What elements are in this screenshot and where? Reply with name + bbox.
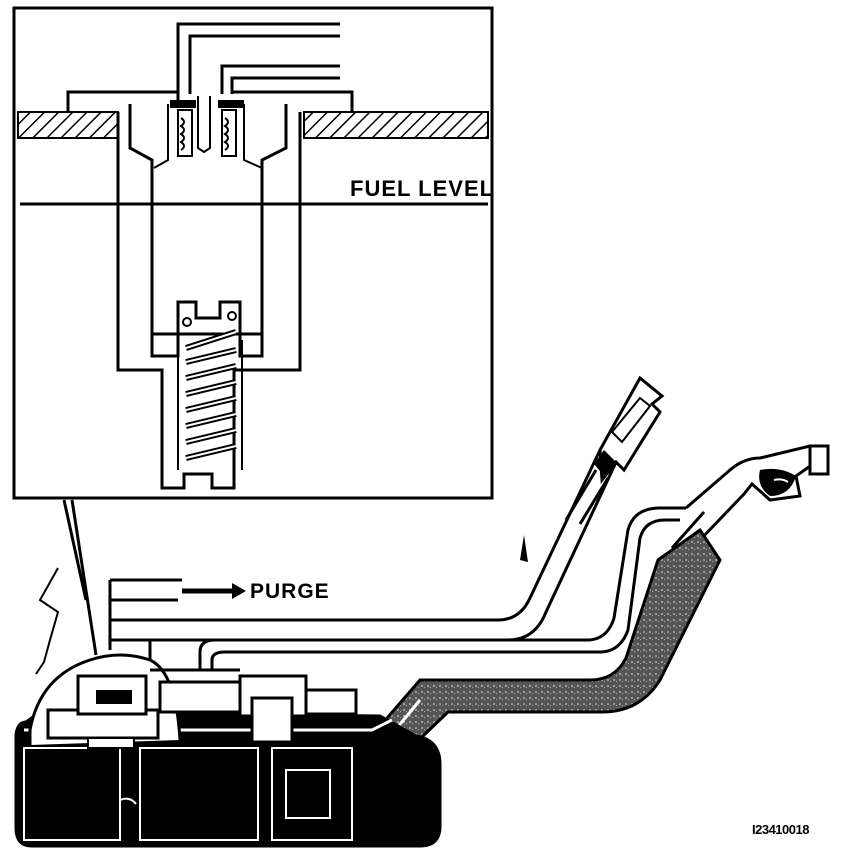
valve-float	[150, 300, 264, 358]
tank-internal-chamber	[139, 747, 259, 841]
inset-leader-line	[62, 499, 88, 601]
purge-hose	[108, 578, 182, 650]
outlet-tubes	[176, 22, 340, 94]
line-fittings	[150, 668, 358, 744]
valve-housing	[116, 112, 302, 490]
tank-internal-chamber	[23, 747, 121, 841]
tank-inner-wave	[119, 797, 137, 805]
figure-code: I23410018	[752, 822, 809, 837]
filler-neck	[670, 444, 830, 549]
vent-nozzle	[564, 375, 665, 525]
purge-arrow	[182, 583, 246, 599]
fuel-level-label: FUEL LEVEL	[350, 176, 494, 201]
break-line	[35, 567, 60, 675]
tank-sender-plate	[285, 769, 331, 819]
purge-label: PURGE	[250, 580, 330, 603]
tank-wall-hatch-right	[303, 111, 489, 139]
valve-detail-inset: FUEL LEVEL	[12, 6, 494, 500]
filler-tube	[365, 527, 722, 762]
valve-inner-bore	[128, 104, 288, 336]
vapor-line	[198, 506, 686, 670]
valve-seal	[153, 96, 263, 169]
tank-assembly: PURGE	[14, 375, 830, 848]
valve-spring	[177, 329, 243, 470]
vent-valve-body	[46, 674, 160, 749]
inset-frame	[12, 6, 494, 500]
tank-internal-chamber	[271, 747, 353, 841]
inset-leader-line	[70, 499, 98, 656]
tank-wall-hatch-left	[17, 111, 119, 139]
valve-cap-flange	[66, 90, 354, 112]
